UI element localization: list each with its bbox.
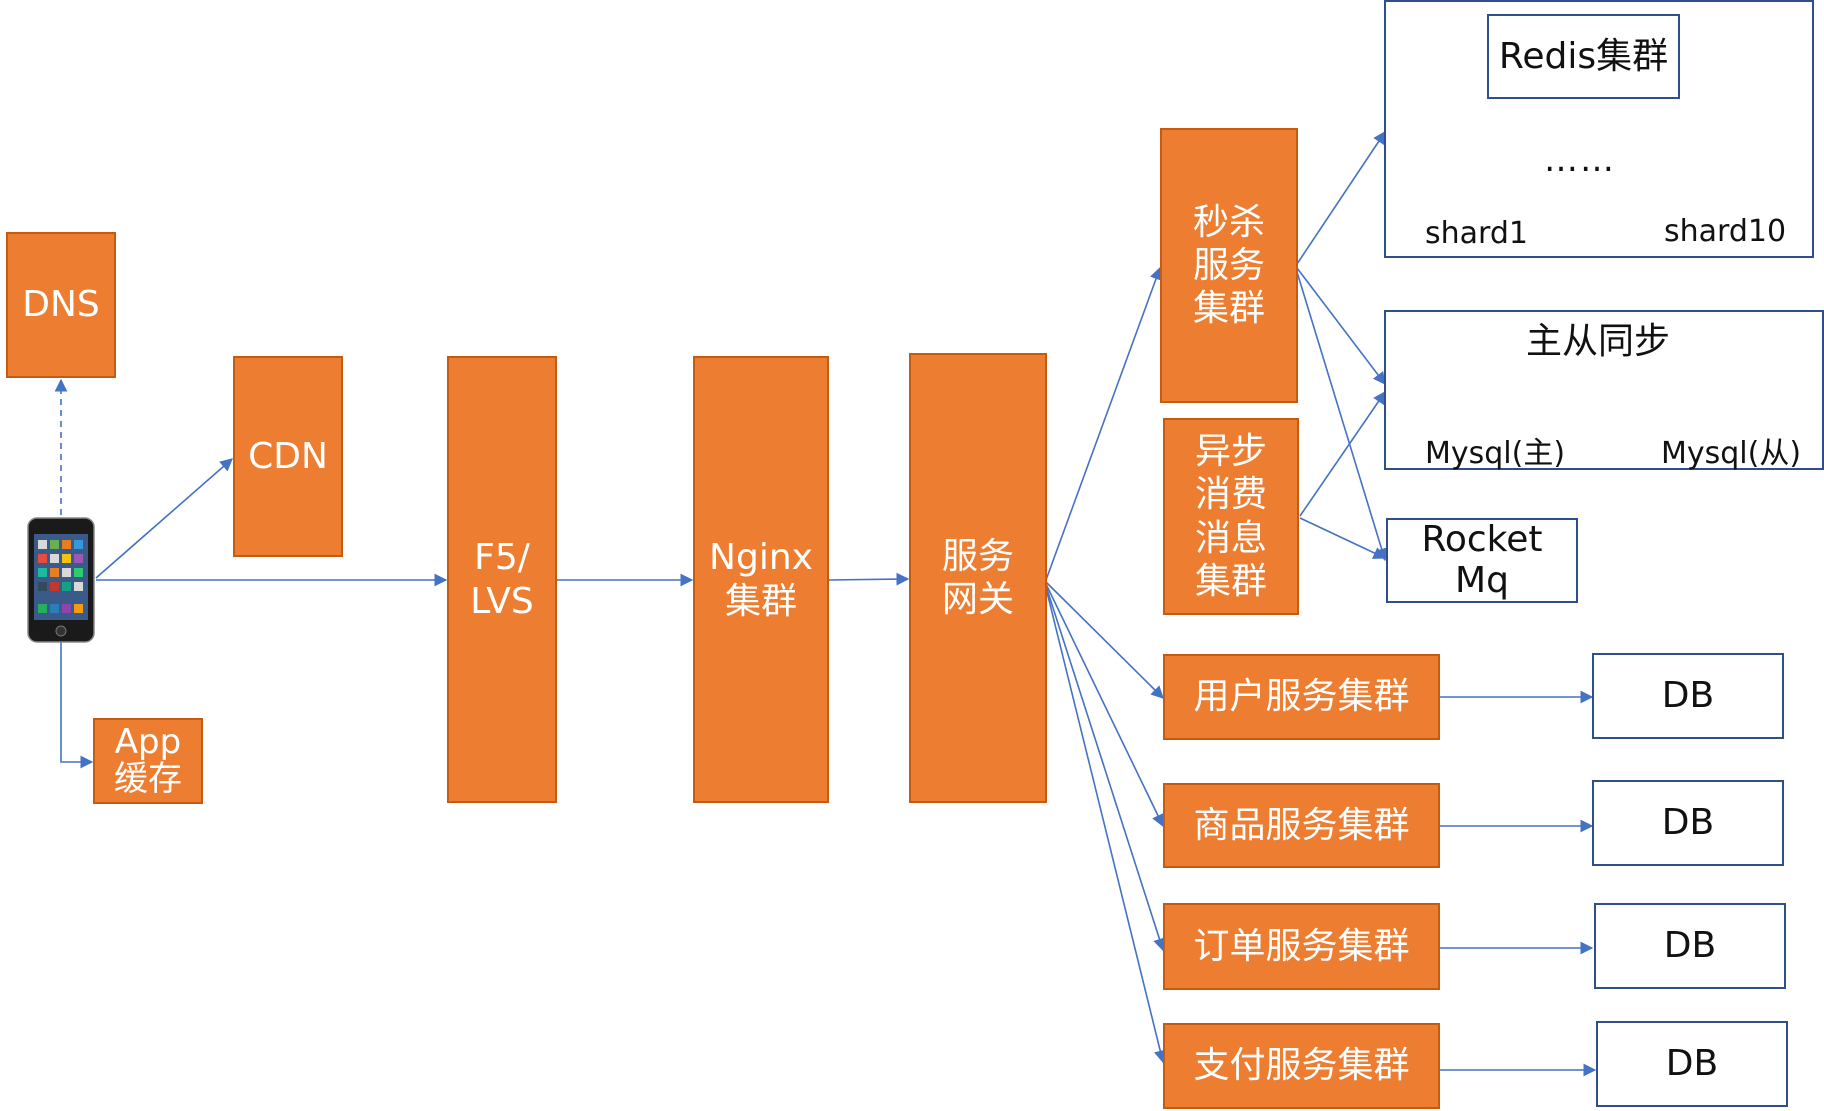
shard-last-label: shard10	[1664, 214, 1787, 249]
cdn-node: CDN	[233, 356, 343, 557]
dns-node: DNS	[6, 232, 116, 378]
edge-async-mysql	[1299, 390, 1386, 517]
mysql-replication-title: 主从同步	[1526, 321, 1671, 362]
nginx-cluster-node: Nginx 集群	[693, 356, 829, 803]
service-gateway-node: 服务 网关	[909, 353, 1047, 803]
shard-first-label: shard1	[1425, 216, 1528, 251]
edge-gateway-user	[1045, 581, 1164, 699]
user-service-node: 用户服务集群	[1163, 654, 1440, 740]
edge-gateway-order	[1045, 585, 1166, 952]
pay-db-node: DB	[1596, 1021, 1788, 1107]
order-service-node: 订单服务集群	[1163, 903, 1440, 990]
edge-phone-cdn	[95, 458, 233, 579]
edge-async-rocketmq	[1299, 517, 1387, 559]
edge-gateway-product	[1045, 583, 1164, 828]
redis-cluster-title: Redis集群	[1487, 14, 1680, 99]
phone-icon	[27, 517, 95, 643]
order-db-node: DB	[1594, 903, 1786, 989]
edge-gateway-pay	[1045, 587, 1167, 1064]
edge-nginx-gateway	[827, 572, 910, 586]
edge-seckill-redis	[1296, 130, 1386, 265]
seckill-service-node: 秒杀 服务 集群	[1160, 128, 1298, 403]
mysql-replication-container	[1384, 310, 1824, 470]
edge-seckill-mysql	[1296, 267, 1386, 386]
edge-gateway-seckill	[1045, 266, 1163, 581]
edge-seckill-rocketmq	[1296, 271, 1388, 562]
edge-phone-appcache	[60, 642, 94, 769]
app-cache-node: App 缓存	[93, 718, 203, 804]
mysql-slave-label: Mysql(从)	[1661, 436, 1802, 471]
redis-ellipsis: ……	[1544, 140, 1616, 180]
pay-service-node: 支付服务集群	[1163, 1023, 1440, 1109]
user-db-node: DB	[1592, 653, 1784, 739]
async-consumer-node: 异步 消费 消息 集群	[1163, 418, 1299, 615]
f5-lvs-node: F5/ LVS	[447, 356, 557, 803]
product-service-node: 商品服务集群	[1163, 783, 1440, 868]
rocketmq-node: Rocket Mq	[1386, 518, 1578, 603]
product-db-node: DB	[1592, 780, 1784, 866]
mysql-master-label: Mysql(主)	[1425, 436, 1566, 471]
